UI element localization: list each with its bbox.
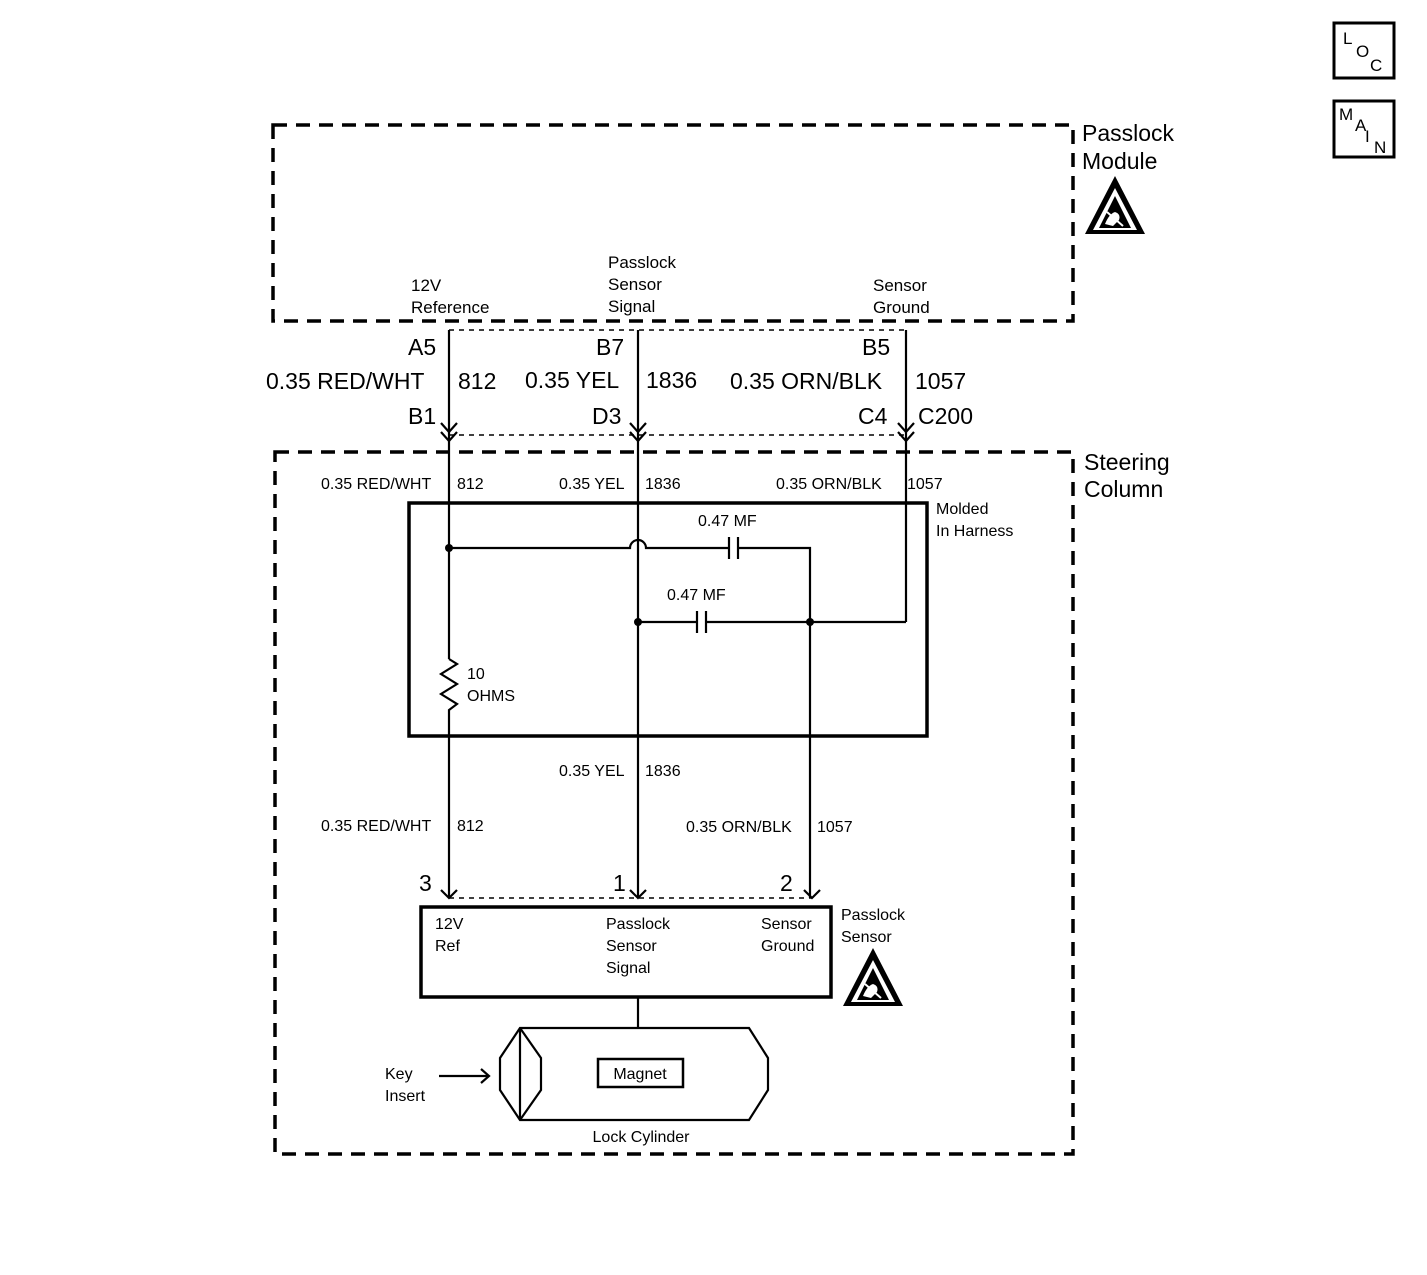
- main-letter: M: [1339, 105, 1353, 124]
- pin-label-sensor-signal: Signal: [608, 297, 655, 316]
- sensor-pin-label-signal: Passlock: [606, 916, 671, 933]
- connector-pin-b7: B7: [596, 334, 624, 360]
- connector-pin-d3: D3: [592, 403, 621, 429]
- passlock-sensor-title: Sensor: [841, 929, 892, 946]
- pin-label-sensor-ground: Ground: [873, 298, 930, 317]
- c200-terminal-b7-d3: [629, 422, 647, 443]
- passlock-sensor-box: [419, 905, 833, 999]
- molded-harness-title: Molded: [936, 501, 988, 518]
- sensor-pin-label-ground: Ground: [761, 938, 814, 955]
- sensor-pin-label-12v-ref: 12V: [435, 916, 464, 933]
- connector-pin-a5: A5: [408, 334, 436, 360]
- splice-dot: [445, 544, 453, 552]
- magnet-box: [596, 1057, 685, 1089]
- sensor-pin-label-ground: Sensor: [761, 916, 812, 933]
- pin-label-sensor-signal: Sensor: [608, 275, 662, 294]
- loc-letter: O: [1356, 42, 1369, 61]
- pin-label-sensor-signal: Passlock: [608, 253, 677, 272]
- circuit-number-label: 812: [457, 818, 484, 835]
- main-button[interactable]: M A I N: [1332, 99, 1396, 159]
- connector-pin-b1: B1: [408, 403, 436, 429]
- c200-terminal-a5-b1: [440, 422, 458, 443]
- wire-color-label: 0.35 YEL: [525, 367, 619, 393]
- connector-name-c200: C200: [918, 403, 973, 429]
- main-letter: N: [1374, 138, 1386, 157]
- capacitor-1-value: 0.47 MF: [698, 513, 757, 530]
- passlock-module-box: [271, 123, 1075, 323]
- lock-cylinder-face: [519, 1027, 543, 1121]
- wire-color-label: 0.35 YEL: [559, 476, 625, 493]
- wire-color-label: 0.35 RED/WHT: [321, 818, 431, 835]
- splice-dot: [634, 618, 642, 626]
- sensor-terminal-2: [803, 889, 821, 900]
- resistor-value: OHMS: [467, 688, 515, 705]
- esd-warning-icon: [1084, 175, 1146, 235]
- lock-cylinder-body: [498, 1026, 770, 1122]
- steering-column-box: [273, 450, 1075, 1156]
- key-insert-label: Key: [385, 1066, 413, 1083]
- circuit-number-label: 812: [457, 476, 484, 493]
- lock-cylinder-label: Lock Cylinder: [593, 1129, 691, 1146]
- sensor-pin-label-signal: Signal: [606, 960, 650, 977]
- molded-harness-box: [407, 501, 929, 738]
- circuit-number-label: 812: [458, 368, 496, 394]
- wire-color-label: 0.35 RED/WHT: [321, 476, 431, 493]
- wire-color-label: 0.35 ORN/BLK: [730, 368, 883, 394]
- pin-label-12v-reference: Reference: [411, 298, 489, 317]
- passlock-sensor-title: Passlock: [841, 907, 906, 924]
- capacitor-1-lead: [449, 538, 728, 550]
- main-letter: I: [1365, 127, 1370, 146]
- passlock-module-title: Passlock: [1082, 120, 1175, 146]
- key-insert-label: Insert: [385, 1088, 426, 1105]
- steering-column-title: Steering: [1084, 449, 1170, 475]
- splice-dot: [806, 618, 814, 626]
- loc-letter: L: [1343, 29, 1352, 48]
- wire-color-label: 0.35 ORN/BLK: [776, 476, 882, 493]
- c200-terminal-b5-c4: [897, 422, 915, 443]
- connector-pin-b5: B5: [862, 334, 890, 360]
- main-letter: A: [1355, 116, 1367, 135]
- capacitor-2-value: 0.47 MF: [667, 587, 726, 604]
- pin-label-12v-reference: 12V: [411, 276, 442, 295]
- sensor-terminal-1: [629, 889, 647, 900]
- sensor-pin-2: 2: [780, 870, 793, 896]
- esd-warning-icon: [842, 947, 904, 1007]
- sensor-pin-1: 1: [613, 870, 626, 896]
- loc-letter: C: [1370, 56, 1382, 75]
- molded-harness-title: In Harness: [936, 523, 1013, 540]
- steering-column-title: Column: [1084, 476, 1163, 502]
- circuit-number-label: 1836: [645, 476, 681, 493]
- resistor-value: 10: [467, 666, 485, 683]
- sensor-pin-3: 3: [419, 870, 432, 896]
- circuit-number-label: 1057: [907, 476, 943, 493]
- passlock-module-title: Module: [1082, 148, 1157, 174]
- connector-pin-c4: C4: [858, 403, 888, 429]
- capacitor-1-ground-lead: [739, 546, 812, 898]
- circuit-number-label: 1836: [646, 367, 697, 393]
- circuit-number-label: 1057: [915, 368, 966, 394]
- sensor-terminal-3: [440, 889, 458, 900]
- circuit-number-label: 1057: [817, 819, 853, 836]
- resistor-symbol: [438, 658, 460, 714]
- loc-button[interactable]: L O C: [1332, 21, 1396, 80]
- wire-color-label: 0.35 YEL: [559, 763, 625, 780]
- sensor-pin-label-12v-ref: Ref: [435, 938, 460, 955]
- pin-label-sensor-ground: Sensor: [873, 276, 927, 295]
- magnet-label: Magnet: [613, 1066, 667, 1083]
- wire-color-label: 0.35 ORN/BLK: [686, 819, 792, 836]
- wire-color-label: 0.35 RED/WHT: [266, 368, 424, 394]
- key-insert-arrowhead: [480, 1068, 491, 1084]
- circuit-number-label: 1836: [645, 763, 681, 780]
- sensor-pin-label-signal: Sensor: [606, 938, 657, 955]
